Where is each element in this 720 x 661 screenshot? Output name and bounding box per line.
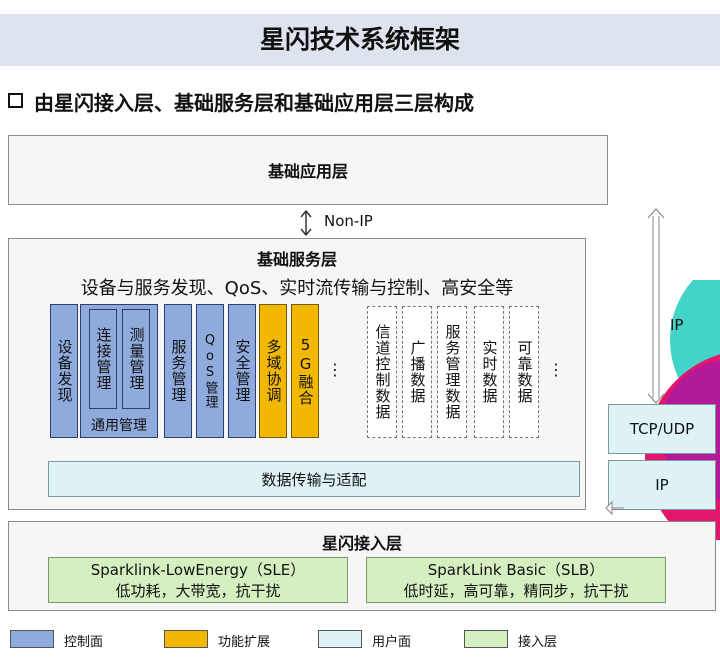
control-block-device-discovery: 设备发现 (50, 304, 78, 438)
legend-swatch-control (10, 630, 54, 648)
control-block-security-mgmt: 安全管理 (228, 304, 256, 438)
function-block-5g-fusion: 5G融合 (291, 304, 319, 438)
data-transfer-bar: 数据传输与适配 (48, 461, 580, 497)
control-block-connection-mgmt: 连接管理 (89, 309, 117, 409)
access-layer-title: 星闪接入层 (321, 534, 402, 553)
legend-swatch-access (464, 630, 508, 648)
non-ip-arrow-icon (300, 209, 312, 237)
control-block-service-mgmt: 服务管理 (164, 304, 192, 438)
legend-label-access: 接入层 (518, 635, 558, 650)
data-block-service-mgmt: 服务管理数据 (437, 306, 467, 438)
ip-box: IP (608, 460, 716, 510)
non-ip-label: Non-IP (324, 212, 373, 230)
ip-arrow-label: IP (670, 316, 684, 334)
data-block-realtime: 实时数据 (474, 306, 504, 438)
ip-connector-arrow-icon (605, 500, 624, 516)
ellipsis-left: ⋮ (327, 360, 343, 379)
sle-features: 低功耗，大带宽，抗干扰 (115, 582, 281, 600)
page-subtitle: 由星闪接入层、基础服务层和基础应用层三层构成 (34, 91, 474, 115)
general-mgmt-label: 通用管理 (91, 418, 147, 434)
slb-name: SparkLink Basic（SLB） (427, 561, 605, 579)
bullet-square-icon (8, 93, 23, 108)
legend-swatch-function (164, 630, 208, 648)
data-block-channel-control: 信道控制数据 (367, 306, 397, 438)
slb-box (366, 557, 666, 603)
app-layer-box (8, 135, 608, 205)
control-block-measurement-mgmt: 测量管理 (122, 309, 150, 409)
service-layer-description: 设备与服务发现、QoS、实时流传输与控制、高安全等 (80, 278, 514, 299)
app-layer-title: 基础应用层 (267, 162, 348, 181)
data-block-reliable: 可靠数据 (509, 306, 539, 438)
legend-label-user: 用户面 (372, 635, 412, 650)
title-bar (0, 14, 720, 66)
legend-label-function: 功能扩展 (218, 635, 271, 650)
service-layer-title: 基础服务层 (256, 250, 337, 269)
function-block-multidomain: 多域协调 (259, 304, 287, 438)
data-block-broadcast: 广播数据 (402, 306, 432, 438)
ip-arrow-icon (647, 208, 665, 404)
control-block-qos-mgmt: QoS管理 (196, 304, 224, 438)
legend-swatch-user (318, 630, 362, 648)
sle-name: Sparklink-LowEnergy（SLE） (90, 561, 306, 579)
legend-label-control: 控制面 (64, 635, 104, 650)
ellipsis-right: ⋮ (548, 360, 564, 379)
page-title: 星闪技术系统框架 (259, 25, 460, 54)
tcp-udp-box: TCP/UDP (608, 404, 716, 454)
sle-box (48, 557, 348, 603)
slb-features: 低时延，高可靠，精同步，抗干扰 (403, 582, 629, 600)
